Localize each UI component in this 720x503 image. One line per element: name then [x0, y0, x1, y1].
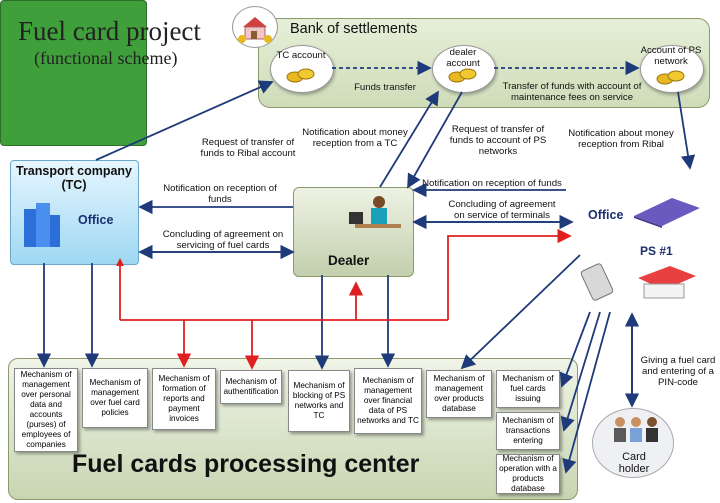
office-building-icon — [20, 203, 64, 251]
mechanism-box: Mechanism of management over financial d… — [354, 368, 422, 434]
label-notification-funds-ps: Notification on reception of funds — [422, 178, 562, 189]
mechanism-box: Mechanism of authentification — [220, 370, 282, 404]
dealer-box — [293, 187, 414, 277]
coins-icon — [448, 64, 478, 84]
mechanism-box: Mechanism of management over fuel card p… — [82, 368, 148, 428]
tc-office-label: Office — [78, 213, 114, 227]
label-notification-tc: Notification about money reception from … — [302, 127, 408, 149]
mechanism-box: Mechanism of management over personal da… — [14, 368, 78, 452]
mechanism-box: Mechanism of fuel cards issuing — [496, 370, 560, 408]
people-icon — [606, 414, 666, 444]
ps-account-label: Account of PS network — [640, 45, 702, 67]
ps-office-label: Office — [588, 208, 624, 222]
ps-account-oval — [640, 45, 704, 93]
tc-account-label: TC account — [276, 50, 326, 61]
coins-icon — [656, 66, 686, 86]
dealer-desk-icon — [345, 192, 405, 240]
tc-account-oval — [270, 45, 334, 93]
transport-company-title: Transport company (TC) — [16, 164, 132, 192]
transfer-fees-label: Transfer of funds with account of mainte… — [502, 81, 642, 103]
label-agreement-fuel: Concluding of agreement on servicing of … — [162, 229, 284, 251]
mechanism-box: Mechanism of blocking of PS networks and… — [288, 370, 350, 432]
ps-network-title: PS network — [571, 170, 637, 184]
label-agreement-terminals: Concluding of agreement on service of te… — [448, 199, 556, 221]
funds-transfer-label: Funds transfer — [354, 82, 416, 93]
dealer-title: Dealer — [328, 253, 370, 268]
office-building-icon — [632, 196, 702, 228]
gas-station-icon — [634, 262, 700, 302]
card-terminal-icon — [578, 262, 616, 302]
mechanism-box: Mechanism of operation with a products d… — [496, 454, 560, 494]
mechanism-box: Mechanism of transactions entering — [496, 412, 560, 450]
bank-title: Bank of settlements — [290, 21, 418, 37]
label-notification-funds-tc: Notification on reception of funds — [163, 183, 277, 205]
ps-network-panel — [0, 0, 147, 146]
coins-icon — [286, 64, 316, 84]
page-subtitle: (functional scheme) — [34, 48, 178, 68]
dealer-account-label: dealer account — [446, 47, 480, 69]
mechanism-box: Mechanism of management over products da… — [426, 370, 492, 418]
label-giving-card: Giving a fuel card and entering of a PIN… — [640, 355, 716, 388]
card-holder-label: Card holder — [618, 451, 650, 475]
ps1-label: PS #1 — [640, 244, 673, 258]
processing-center-title: Fuel cards processing center — [72, 450, 420, 478]
label-request-ps: Request of transfer of funds to account … — [449, 124, 547, 157]
mechanism-box: Mechanism of formation of reports and pa… — [152, 368, 216, 430]
page-title: Fuel card project — [18, 16, 201, 46]
dealer-account-oval — [432, 45, 496, 93]
bank-building-icon — [232, 6, 278, 48]
label-notification-ribal: Notification about money reception from … — [568, 128, 674, 150]
label-request-ribal: Request of transfer of funds to Ribal ac… — [200, 137, 296, 159]
